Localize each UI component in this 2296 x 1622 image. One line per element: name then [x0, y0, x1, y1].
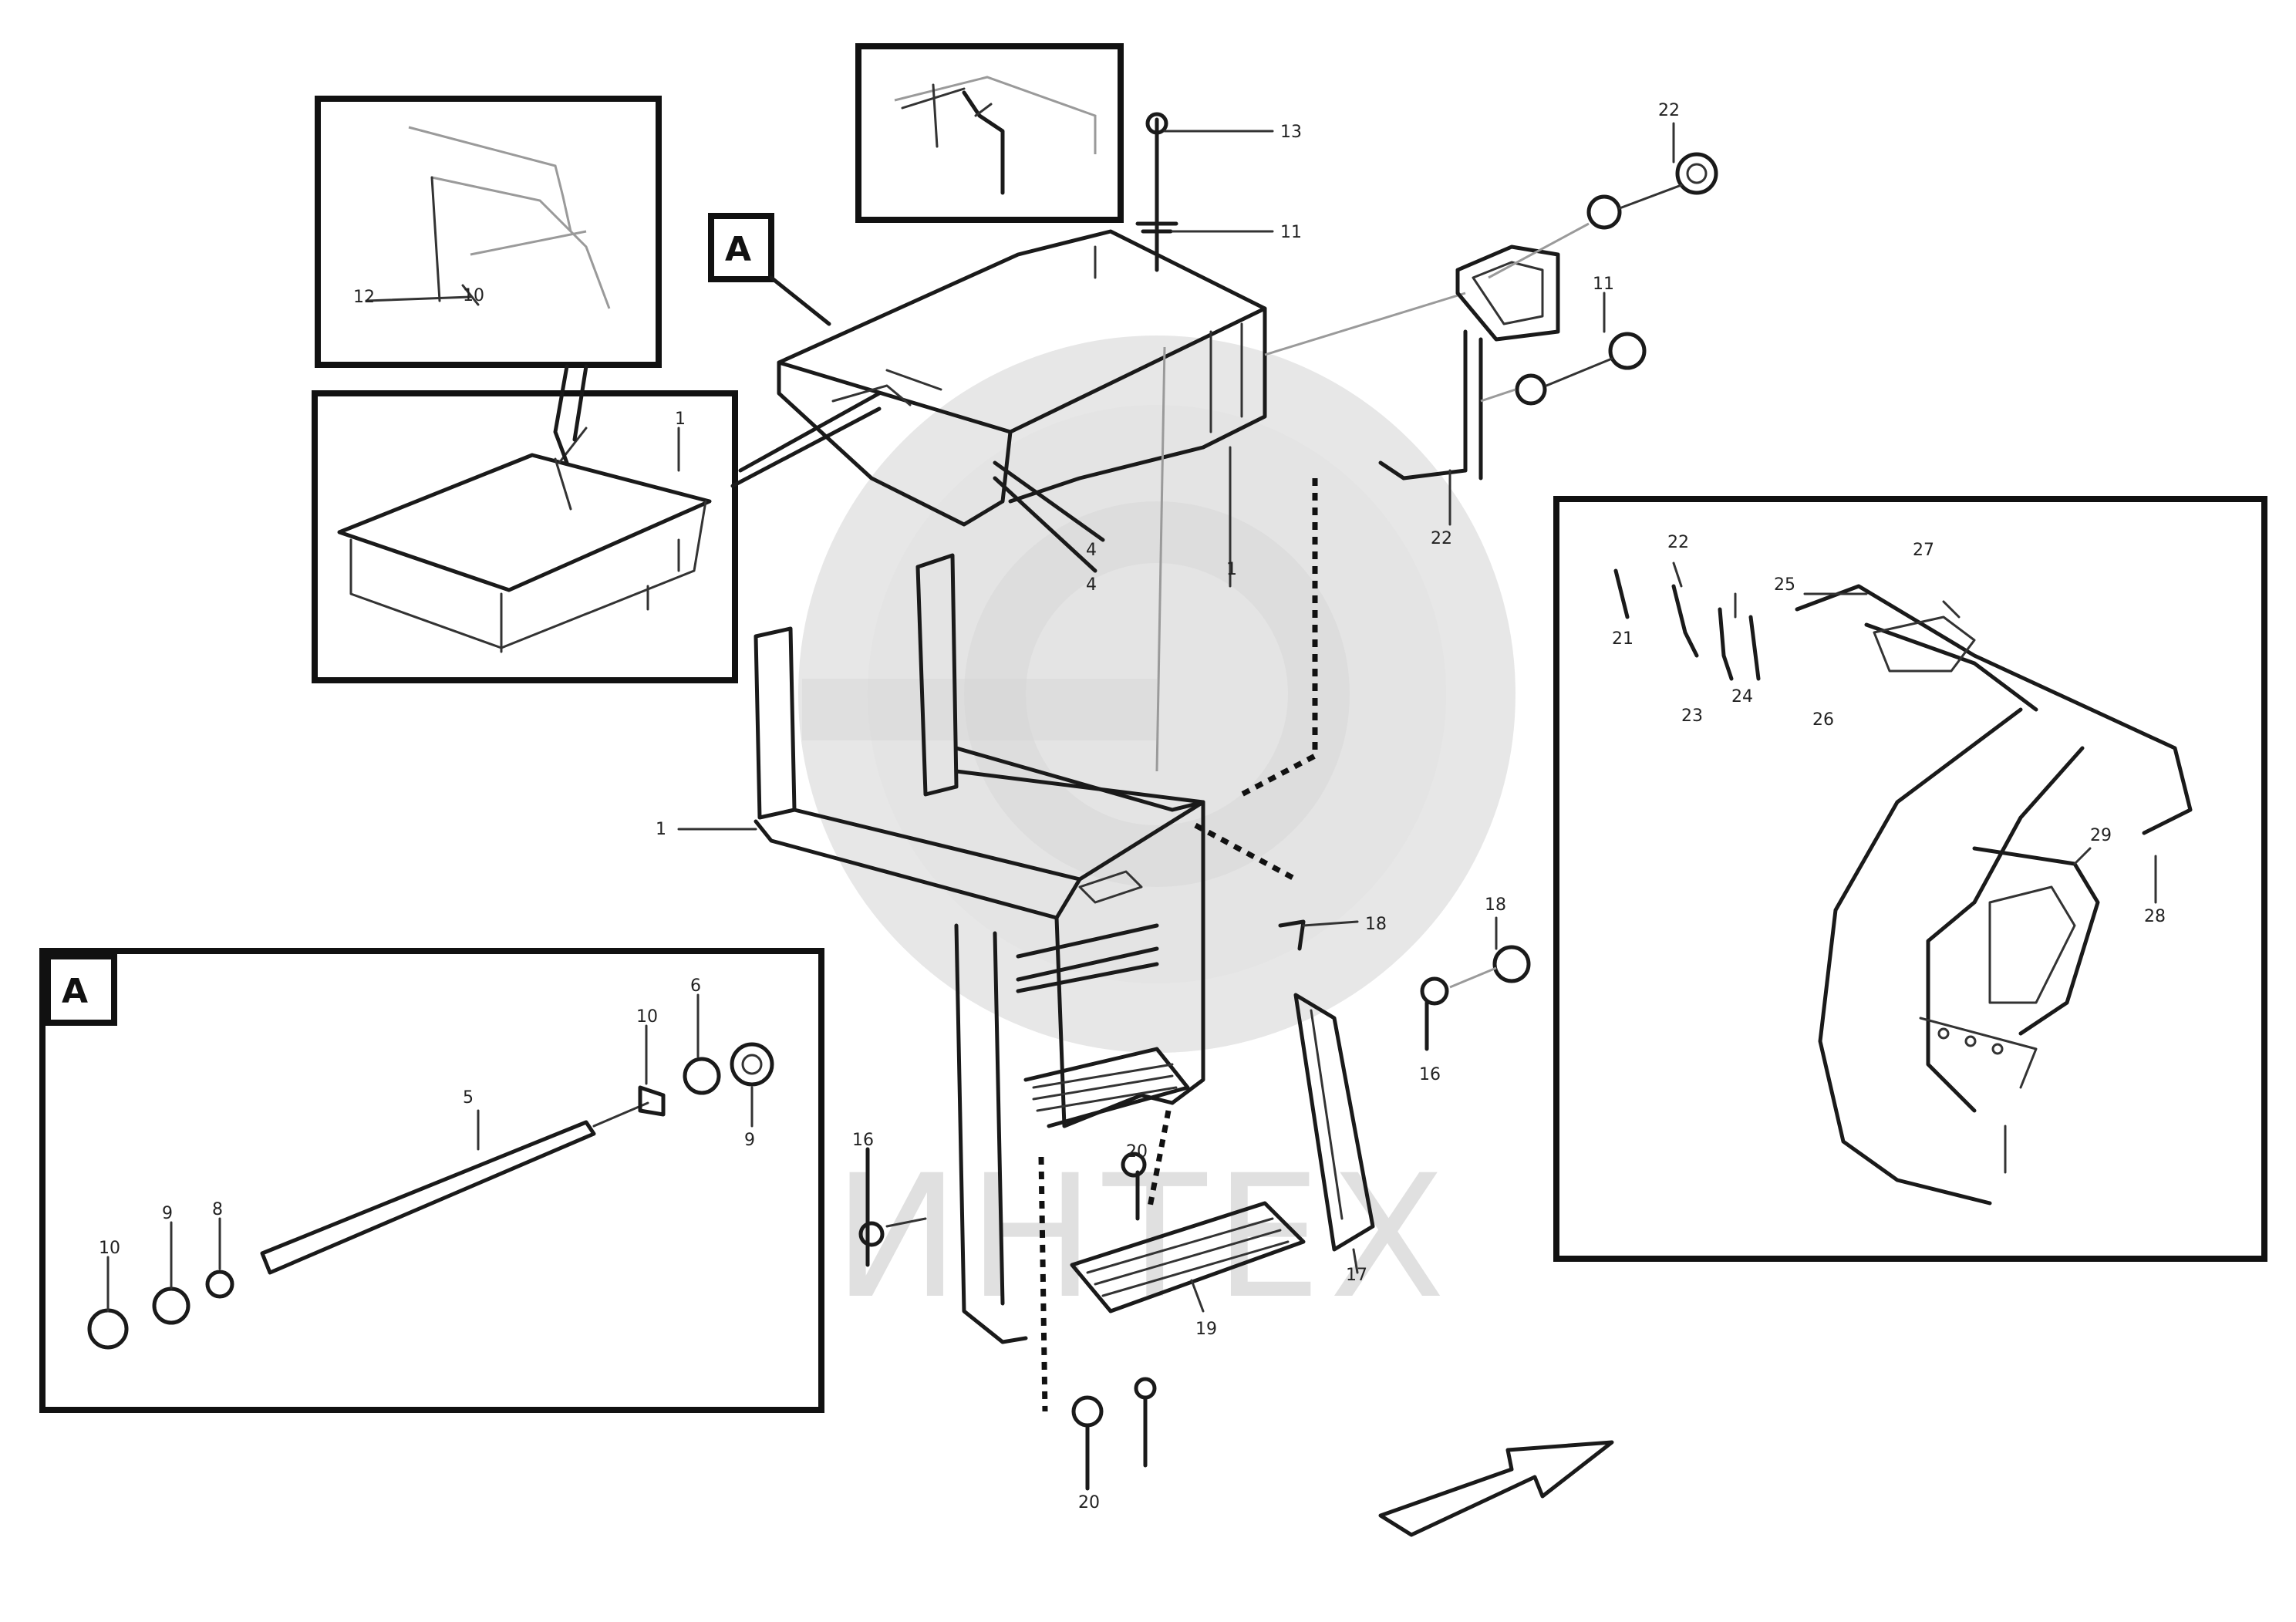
callout-22-c: 22: [1667, 533, 1689, 552]
detail-frame-upper-left: [315, 96, 662, 368]
callout-23: 23: [1681, 706, 1703, 726]
callout-21: 21: [1612, 629, 1633, 649]
callout-4-b: 4: [1086, 575, 1097, 595]
callout-1-left: 1: [675, 410, 686, 429]
dashed-connector-3: [1146, 1110, 1172, 1212]
callout-25: 25: [1774, 575, 1795, 595]
callout-10-c: 10: [463, 286, 484, 305]
detail-frame-fender-step: [1553, 496, 2267, 1262]
view-label-main: A: [708, 213, 831, 326]
callout-5: 5: [463, 1088, 474, 1108]
callout-22-a: 22: [1658, 101, 1680, 120]
callout-18-a: 18: [1365, 915, 1387, 934]
callout-29: 29: [2090, 826, 2112, 845]
svg-text:A: A: [62, 972, 88, 1011]
callout-13-top: 13: [1280, 123, 1302, 142]
grab-handle: [1378, 122, 1718, 526]
callout-16-b: 16: [852, 1131, 874, 1150]
callout-1-ladder: 1: [656, 820, 666, 839]
callout-11-b: 11: [1593, 275, 1614, 294]
callout-9-a: 9: [162, 1204, 173, 1223]
callout-8: 8: [212, 1200, 223, 1219]
callout-4-a: 4: [1086, 541, 1097, 560]
step-ladder: [677, 553, 1375, 1344]
callout-1-main: 1: [1226, 560, 1237, 579]
callout-9-b: 9: [744, 1131, 755, 1150]
callout-28: 28: [2144, 907, 2166, 926]
main-battery-tray: [730, 229, 1466, 772]
detail-frame-tray: [312, 364, 738, 683]
detail-frame-a: A: [39, 948, 824, 1413]
callout-22-b: 22: [1431, 529, 1452, 548]
callout-6: 6: [690, 976, 701, 996]
svg-text:A: A: [725, 230, 751, 269]
dashed-connector-4: [1038, 1156, 1048, 1412]
callout-10-b: 10: [636, 1007, 658, 1027]
callout-10-a: 10: [99, 1239, 120, 1258]
callout-24: 24: [1731, 687, 1753, 706]
dashed-connector-2: [1194, 822, 1297, 882]
callout-20-b: 20: [1078, 1493, 1100, 1512]
center-fasteners: [858, 916, 1531, 1491]
callout-19: 19: [1195, 1320, 1217, 1339]
callout-11-top: 11: [1280, 223, 1302, 242]
callout-18-b: 18: [1485, 895, 1506, 915]
callout-17: 17: [1346, 1266, 1367, 1285]
direction-arrow: [1378, 1440, 1614, 1537]
dashed-connector-1: [1240, 478, 1318, 798]
callout-27: 27: [1913, 541, 1934, 560]
detail-frame-top-center: [855, 43, 1124, 223]
callout-16-a: 16: [1419, 1065, 1441, 1084]
callout-26: 26: [1812, 710, 1834, 730]
callout-12: 12: [353, 288, 375, 307]
callout-20-a: 20: [1126, 1142, 1148, 1162]
watermark-logo: [798, 336, 1515, 1053]
top-bolts: [1135, 112, 1274, 272]
